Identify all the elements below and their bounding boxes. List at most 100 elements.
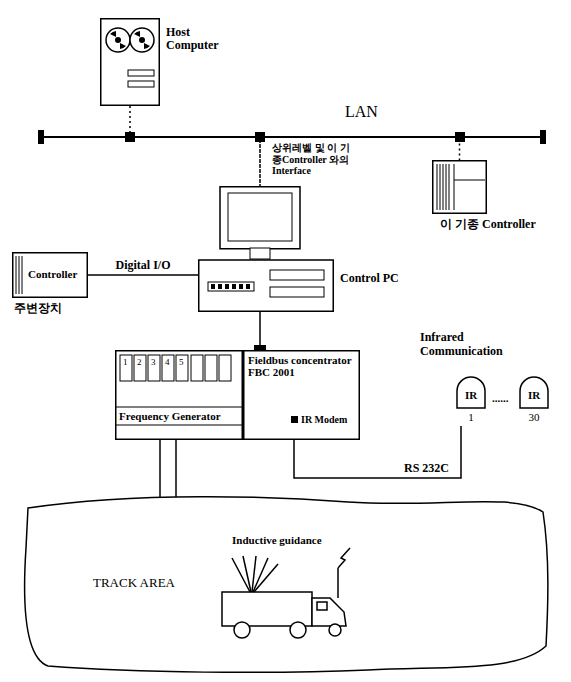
device-label: 주변장치	[14, 302, 62, 315]
drawing-path	[338, 548, 350, 568]
drawing-rect	[225, 284, 229, 289]
drawing-rect	[176, 355, 188, 381]
bus-end-cap	[540, 130, 546, 144]
drawing-line	[254, 564, 278, 592]
drawing-rect	[239, 284, 243, 289]
box-label: Controller	[28, 268, 77, 280]
drawing-rect	[205, 355, 217, 381]
interface-note: 상위레벨 및 이 기종Controller 와의 Interface	[272, 142, 356, 177]
drawing-rect	[116, 351, 243, 440]
drawing-line	[19, 256, 20, 294]
drawing-rect	[270, 287, 324, 297]
drawing-line	[115, 406, 243, 407]
drawing-rect	[208, 282, 254, 291]
drawing-circle	[329, 624, 341, 636]
device-label: Host Computer	[166, 26, 224, 52]
ir-label: IR	[455, 389, 487, 401]
box-label: Fieldbus concentrator FBC 2001	[248, 354, 356, 378]
drawing-rect	[291, 416, 298, 423]
drawing-rect	[13, 253, 88, 298]
drawing-circle	[130, 28, 154, 52]
ellipsis-mark: ......	[492, 392, 509, 405]
drawing-rect	[244, 351, 360, 440]
drawing-rect	[433, 161, 487, 214]
drawing-rect	[162, 355, 174, 381]
drawing-circle	[139, 37, 145, 43]
drawing-line	[16, 256, 17, 294]
device-label: 이 기종 Controller	[440, 218, 536, 231]
connector-line	[159, 440, 161, 499]
section-label: Infrared Communication	[420, 331, 516, 359]
edge-label: Digital I/O	[113, 259, 172, 273]
drawing-rect	[148, 355, 160, 381]
box-label: IR Modem	[301, 414, 347, 425]
drawing-rect	[199, 260, 334, 311]
drawing-g	[222, 548, 350, 638]
drawing-rect	[211, 284, 215, 289]
slot-number: 4	[165, 357, 170, 367]
drawing-line	[337, 568, 339, 598]
drawing-line	[115, 424, 243, 425]
drawing-rect	[317, 602, 327, 610]
drawing-rect	[246, 284, 250, 289]
drawing-rect	[120, 355, 132, 381]
drawing-circle	[290, 622, 306, 638]
connector-line	[88, 274, 198, 276]
drawing-rect	[250, 248, 270, 259]
drawing-line	[243, 556, 251, 592]
controller-box: Controller주변장치	[12, 252, 88, 298]
connector-line	[260, 137, 460, 186]
drawing-line	[253, 558, 268, 592]
control-pc: Control PC	[198, 186, 334, 312]
control-pc-outline	[198, 186, 334, 312]
slot-number: 1	[123, 357, 128, 367]
drawing-line	[449, 164, 450, 210]
ir-transceiver: IR 30	[518, 376, 550, 426]
drawing-circle	[106, 28, 130, 52]
drawing-line	[22, 256, 23, 294]
bus-end-cap	[38, 130, 44, 144]
slot-number: 2	[137, 357, 142, 367]
ir-number: 30	[518, 411, 550, 423]
drawing-rect	[218, 284, 222, 289]
device-label: Control PC	[340, 272, 399, 285]
drawing-rect	[232, 284, 236, 289]
track-area: TRACK AREA	[18, 488, 553, 676]
drawing-path	[144, 43, 150, 49]
drawing-line	[454, 180, 485, 181]
drawing-line	[440, 164, 441, 210]
drawing-rect	[270, 270, 324, 280]
controller-box-outline	[432, 160, 487, 214]
connector-line	[130, 106, 260, 186]
fieldbus-concentrator: Fieldbus concentrator FBC 2001 IR Modem	[243, 350, 360, 440]
connector-line	[259, 312, 261, 350]
drawing-rect	[134, 355, 146, 381]
drawing-path	[120, 43, 126, 49]
drawing-rect	[128, 81, 154, 87]
ir-number: 1	[455, 411, 487, 423]
region-label: TRACK AREA	[93, 576, 175, 590]
connector-line	[175, 440, 177, 499]
drawing-rect	[101, 19, 160, 106]
drawing-path	[110, 31, 116, 37]
drawing-line	[443, 164, 444, 210]
callout-label: Inductive guidance	[232, 534, 322, 547]
drawing-circle	[234, 622, 250, 638]
slot-number: 5	[179, 357, 184, 367]
drawing-rect	[219, 355, 231, 381]
drawing-path	[25, 497, 548, 673]
controller-box: 이 기종 Controller	[432, 160, 487, 214]
drawing-line	[446, 164, 447, 210]
drawing-rect	[220, 187, 300, 249]
host-computer-outline	[100, 18, 160, 106]
ir-label: IR	[518, 389, 550, 401]
network-label: LAN	[345, 103, 378, 121]
drawing-path	[134, 31, 140, 37]
drawing-rect	[191, 355, 203, 381]
drawing-path	[312, 598, 346, 626]
ir-modem: IR Modem	[291, 412, 355, 428]
drawing-line	[437, 164, 438, 210]
host-computer: Host Computer	[100, 18, 160, 106]
edge-label: RS 232C	[402, 462, 451, 476]
